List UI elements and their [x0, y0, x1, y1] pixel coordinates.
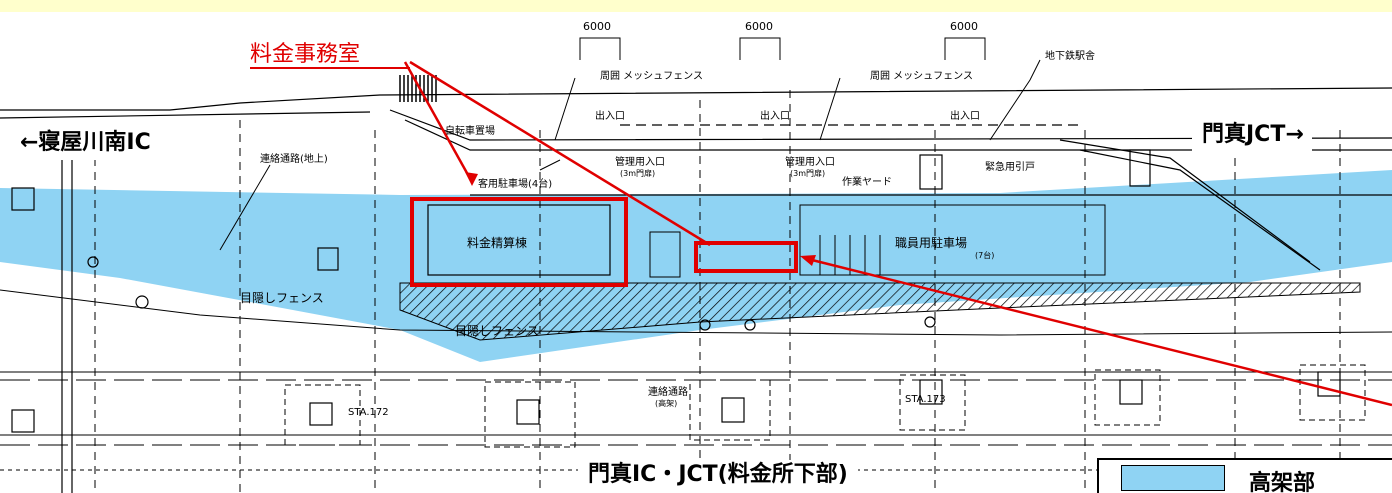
- upper-road-lines: [0, 87, 1392, 271]
- pier-markers: [11, 149, 1341, 433]
- legend-swatch-elevated: [1121, 465, 1225, 491]
- ev-room: [649, 231, 681, 278]
- legend: 高架部: [1097, 458, 1392, 493]
- toll-building-outline: [427, 204, 611, 276]
- note-toll-building: 料金精算棟: [467, 236, 528, 250]
- drawing-caption: 門真IC・JCT(料金所下部): [578, 460, 858, 493]
- dashed-boxes: [284, 364, 1366, 448]
- bicycle-rack: [399, 75, 437, 102]
- note-mgmt-entrance-2-note: (3m門扉): [790, 169, 826, 178]
- note-connecting-road: 連絡通路: [648, 387, 688, 398]
- note-sta-173: STA.173: [905, 394, 946, 405]
- note-entrance-1: 出入口: [595, 111, 625, 122]
- note-emergency-door: 緊急用引戸: [985, 162, 1035, 173]
- hatched-area: [399, 282, 1361, 341]
- note-sta-172: STA.172: [348, 407, 389, 418]
- note-guest-parking: 客用駐車場(4台): [478, 179, 553, 190]
- grid-lines: [94, 90, 1341, 493]
- office-highlight: [694, 241, 798, 273]
- header-strip: [0, 0, 1392, 12]
- dimension-label-1: 6000: [583, 20, 611, 33]
- note-entrance-3: 出入口: [950, 111, 980, 122]
- note-fence-2: 周囲 メッシュフェンス: [870, 71, 973, 82]
- note-fence-1: 周囲 メッシュフェンス: [600, 71, 703, 82]
- note-connecting-road-note: (高架): [655, 399, 678, 408]
- legend-label-elevated: 高架部: [1249, 471, 1316, 493]
- right-direction-label: 門真JCT→: [1192, 118, 1312, 156]
- left-direction-label: ←寝屋川南IC: [14, 128, 161, 160]
- note-entrance-2: 出入口: [760, 111, 790, 122]
- note-bicycle-parking: 自転車置場: [445, 126, 495, 137]
- note-work-area: 作業ヤード: [842, 177, 892, 188]
- note-screen-fence-1: 目隠しフェンス: [240, 291, 324, 305]
- callout-arrows: [403, 60, 1392, 407]
- note-staff-parking: 職員用駐車場: [895, 236, 968, 250]
- note-staff-parking-count: (7台): [975, 251, 995, 260]
- leader-lines: [219, 59, 1041, 251]
- note-screen-fence-2: 目隠しフェンス: [455, 324, 539, 338]
- staff-parking-outline: [799, 204, 1106, 276]
- note-mgmt-entrance-2: 管理用入口: [785, 157, 835, 168]
- dimension-label-2: 6000: [745, 20, 773, 33]
- left-vertical-road: [61, 130, 73, 493]
- circle-markers: [87, 256, 936, 331]
- dimension-brackets: [579, 37, 986, 60]
- note-mgmt-entrance-1-note: (3m門扉): [620, 169, 656, 178]
- lower-road-lines: [0, 289, 1392, 471]
- note-mgmt-entrance-1: 管理用入口: [615, 157, 665, 168]
- arrow-heads: [465, 172, 816, 266]
- note-subway-station: 地下鉄駅舎: [1045, 51, 1095, 62]
- note-access-road: 連絡通路(地上): [260, 154, 328, 165]
- dimension-label-3: 6000: [950, 20, 978, 33]
- toll-office-label: 料金事務室: [250, 42, 361, 67]
- toll-building-highlight: [410, 197, 628, 287]
